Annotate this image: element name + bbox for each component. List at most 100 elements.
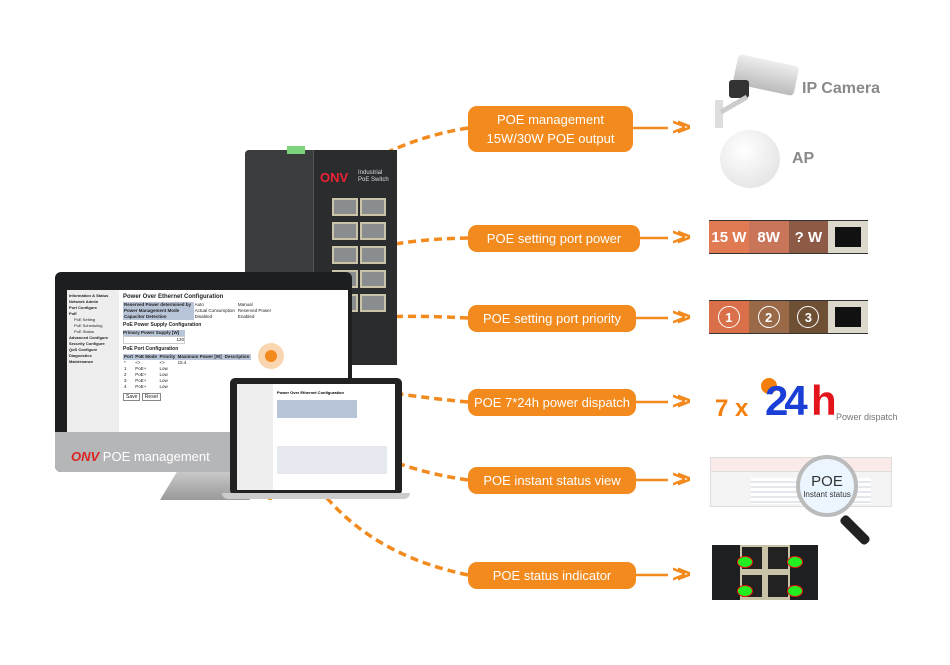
setting-label: Power Management Mode (123, 308, 194, 314)
laptop-config-title: Power Over Ethernet Configuration (277, 390, 344, 395)
chevron-right-icon: >> (672, 388, 691, 415)
cell-priority[interactable]: Low (159, 384, 168, 389)
web-ui-content: Power Over Ethernet Configuration Reserv… (123, 293, 344, 401)
supply-title: PoE Power Supply Configuration (123, 322, 202, 328)
cell-port: 4 (124, 384, 127, 389)
cell-priority[interactable]: Low (159, 378, 168, 383)
callout-text: POE instant status view (483, 473, 621, 488)
cell-priority[interactable]: <> (159, 360, 165, 365)
priority-number: 2 (757, 306, 780, 328)
cell-port: 1 (124, 366, 127, 371)
callout-text: POE setting port power (486, 231, 622, 246)
port-power-label: 8W (748, 221, 789, 253)
callout-port-priority: POE setting port priority (468, 305, 636, 332)
radio-option[interactable]: Disabled (194, 314, 213, 319)
ip-camera-label: IP Camera (802, 80, 880, 97)
dispatch-24: 24 (765, 377, 808, 424)
menu-item[interactable]: QoS Configure (69, 347, 98, 352)
column-header: Description (224, 354, 250, 359)
menu-item[interactable]: PoE (69, 311, 77, 316)
callout-status-indicator: POE status indicator (468, 562, 636, 589)
column-header: Port (124, 354, 133, 359)
switch-port (360, 270, 386, 288)
priority-1: 1 (709, 301, 749, 333)
callout-status-view: POE instant status view (468, 467, 636, 494)
setting-label: Reserved Power determined by (123, 302, 194, 308)
cell-port: * (124, 360, 126, 365)
terminal-block (287, 146, 305, 154)
callout-text: 15W/30W POE output (486, 131, 615, 146)
callout-text: POE setting port priority (483, 311, 621, 326)
led-indicator (787, 585, 803, 597)
reset-button[interactable]: Reset (141, 393, 161, 401)
magnifier-title: POE (811, 473, 843, 490)
setting-label: Capacitor Detection (123, 314, 194, 320)
priority-3: 3 (788, 301, 829, 333)
switch-port (360, 222, 386, 240)
config-title: Power Over Ethernet Configuration (123, 294, 224, 300)
cell-mode[interactable]: PoE+ (135, 366, 147, 371)
cell-mode[interactable]: PoE+ (135, 378, 147, 383)
menu-item[interactable]: Network Admin (69, 299, 99, 304)
switch-model-line: Industrial (358, 170, 383, 176)
port-power-label: 15 W (709, 221, 749, 253)
radio-option[interactable]: Reserved Power (237, 308, 272, 313)
supply-input[interactable]: 120 (123, 336, 185, 344)
monitor-caption: POE management (102, 449, 210, 464)
port-priority-strip: 1 2 3 (709, 300, 868, 334)
led-indicator (737, 585, 753, 597)
priority-number: 1 (717, 306, 740, 328)
priority-2: 2 (748, 301, 789, 333)
cell-mode[interactable]: PoE+ (135, 372, 147, 377)
chevron-right-icon: >> (672, 561, 691, 588)
laptop-table-block (277, 446, 387, 474)
dispatch-prefix: 7 x (715, 395, 749, 422)
dispatch-caption: Power dispatch (836, 412, 898, 422)
cell-priority[interactable]: Low (159, 366, 168, 371)
cell-priority[interactable]: Low (159, 372, 168, 377)
column-header: Maximum Power [W] (177, 354, 222, 359)
menu-item[interactable]: Security Configure (69, 341, 105, 346)
callout-port-power: POE setting port power (468, 225, 640, 252)
menu-item[interactable]: Advanced Configure (69, 335, 109, 340)
chevron-right-icon: >> (672, 224, 691, 251)
magnifier-subtitle: Instant status (803, 490, 851, 499)
cell-max-power[interactable]: 15.4 (177, 360, 187, 365)
ethernet-port-icon (828, 301, 868, 333)
web-ui-screen: Information & Status Network Admin Port … (67, 290, 348, 432)
laptop-screen: Power Over Ethernet Configuration (237, 384, 395, 490)
table-row: * <> <> 15.4 (123, 360, 251, 366)
callout-text: POE 7*24h power dispatch (473, 395, 631, 410)
radio-option[interactable]: Actual Consumption (194, 308, 235, 313)
menu-item[interactable]: Port Configure (69, 305, 97, 310)
radio-option[interactable]: Manual (237, 302, 253, 307)
cell-mode[interactable]: PoE+ (135, 384, 147, 389)
menu-item[interactable]: Maintenance (69, 359, 94, 364)
radio-option[interactable]: Enabled (237, 314, 255, 319)
menu-item[interactable]: PoE Status (74, 329, 95, 334)
callout-text: POE status indicator (492, 568, 612, 583)
menu-item[interactable]: PoE Scheduling (74, 323, 103, 328)
monitor-brand: ONV (71, 449, 100, 464)
switch-port (332, 246, 358, 264)
menu-item[interactable]: Diagnostics (69, 353, 92, 358)
laptop-menu (237, 384, 273, 490)
port-title: PoE Port Configuration (123, 346, 179, 352)
sun-icon (761, 378, 777, 394)
switch-port (360, 246, 386, 264)
table-row: 4 PoE+ Low (123, 384, 251, 390)
chevron-right-icon: >> (672, 304, 691, 331)
save-button[interactable]: Save (123, 393, 141, 401)
radio-option[interactable]: Auto (194, 302, 204, 307)
menu-item[interactable]: PoE Setting (74, 317, 96, 322)
laptop-base (222, 493, 410, 499)
cell-mode[interactable]: <> (135, 360, 141, 365)
menu-item[interactable]: Information & Status (69, 293, 109, 298)
dispatch-logo: 7 x 24 h Power dispatch (715, 378, 905, 426)
laptop-settings-block (277, 400, 357, 418)
